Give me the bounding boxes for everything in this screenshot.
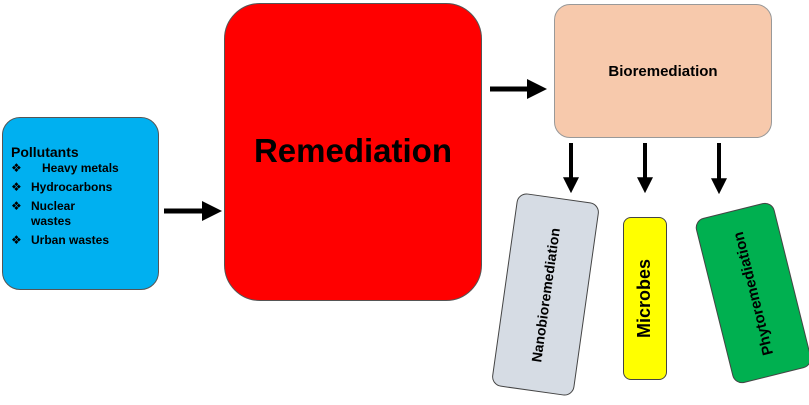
remediation-box: Remediation — [224, 3, 482, 301]
pollutant-item: ❖Hydrocarbons — [11, 180, 113, 194]
diamond-bullet-icon: ❖ — [11, 199, 22, 213]
pollutants-box: Pollutants ❖Heavy metals ❖Hydrocarbons ❖… — [2, 117, 159, 290]
bioremediation-label: Bioremediation — [608, 63, 718, 80]
remediation-label: Remediation — [253, 132, 453, 169]
microbes-box: Microbes — [623, 217, 667, 380]
pollutants-list: ❖Heavy metals ❖Hydrocarbons ❖Nuclear was… — [11, 161, 158, 248]
diamond-bullet-icon: ❖ — [11, 180, 22, 194]
diamond-bullet-icon: ❖ — [11, 233, 22, 247]
pollutants-title: Pollutants — [11, 144, 79, 160]
pollutant-item: ❖Nuclear wastes — [11, 199, 76, 228]
bioremediation-box: Bioremediation — [554, 4, 772, 138]
diamond-bullet-icon: ❖ — [11, 161, 22, 175]
pollutant-item: ❖Urban wastes — [11, 233, 110, 247]
pollutant-item: ❖Heavy metals — [11, 161, 119, 175]
